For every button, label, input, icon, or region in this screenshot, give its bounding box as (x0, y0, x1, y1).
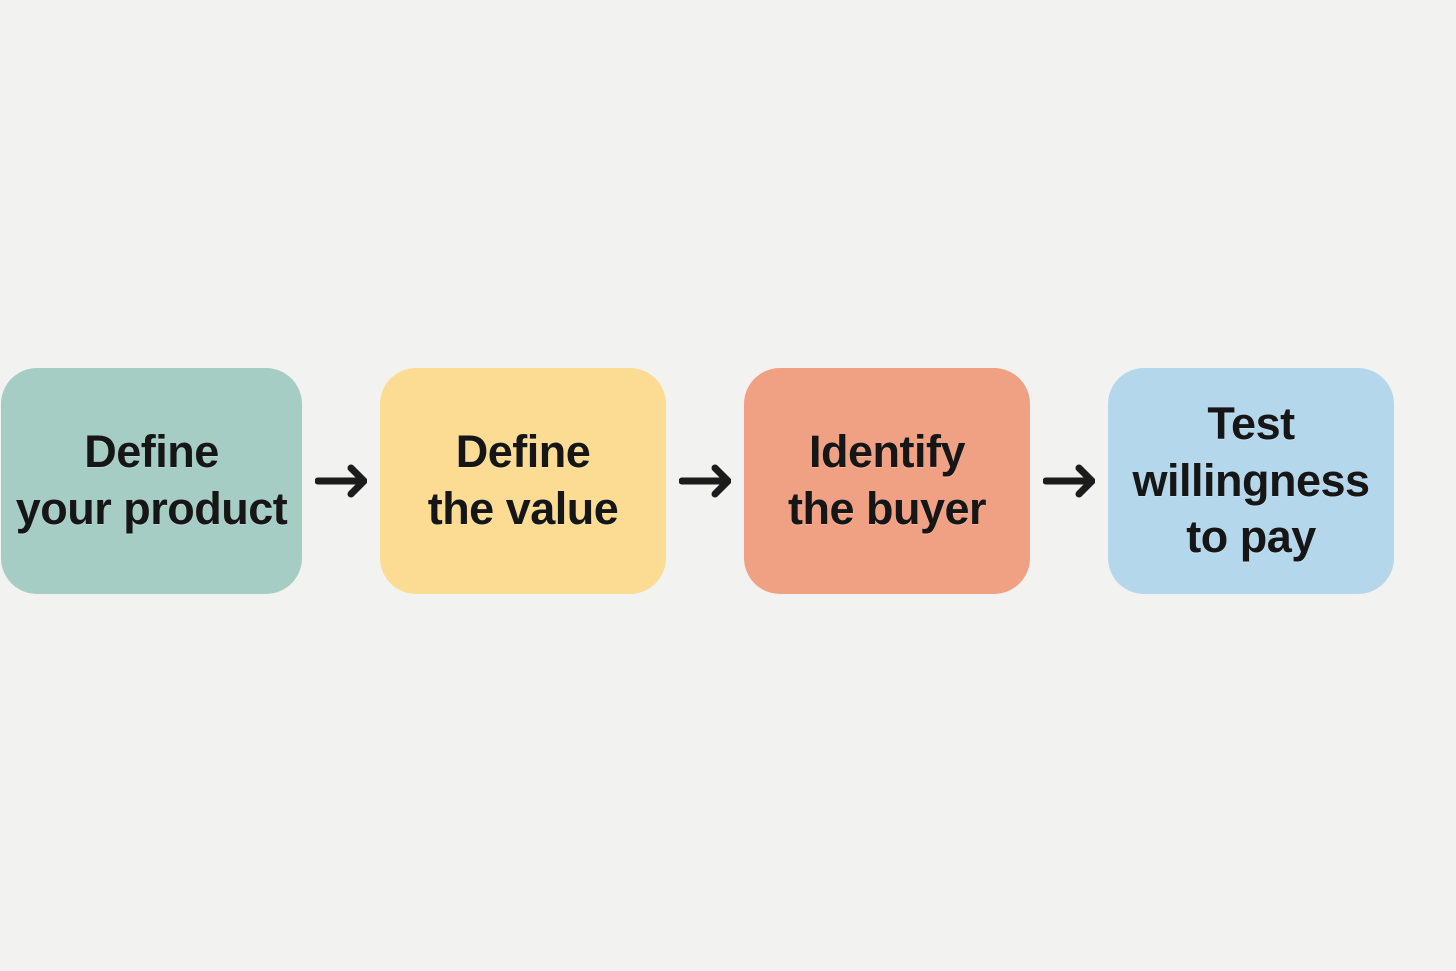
right-arrow-icon (679, 464, 731, 498)
step-box-define-the-value: Define the value (380, 368, 666, 594)
flow-arrow (666, 368, 744, 594)
step-label: Define your product (15, 426, 288, 534)
step-label: Identify the buyer (787, 426, 987, 534)
flow-arrow (1030, 368, 1108, 594)
flow-arrow (302, 368, 380, 594)
step-box-define-your-product: Define your product (1, 368, 302, 594)
flowchart: Define your product Define the value Ide… (1, 368, 1394, 594)
step-box-test-willingness-to-pay: Test willingness to pay (1108, 368, 1394, 594)
right-arrow-icon (315, 464, 367, 498)
right-arrow-icon (1043, 464, 1095, 498)
step-label: Test willingness to pay (1132, 397, 1370, 563)
step-label: Define the value (427, 426, 619, 534)
step-box-identify-the-buyer: Identify the buyer (744, 368, 1030, 594)
